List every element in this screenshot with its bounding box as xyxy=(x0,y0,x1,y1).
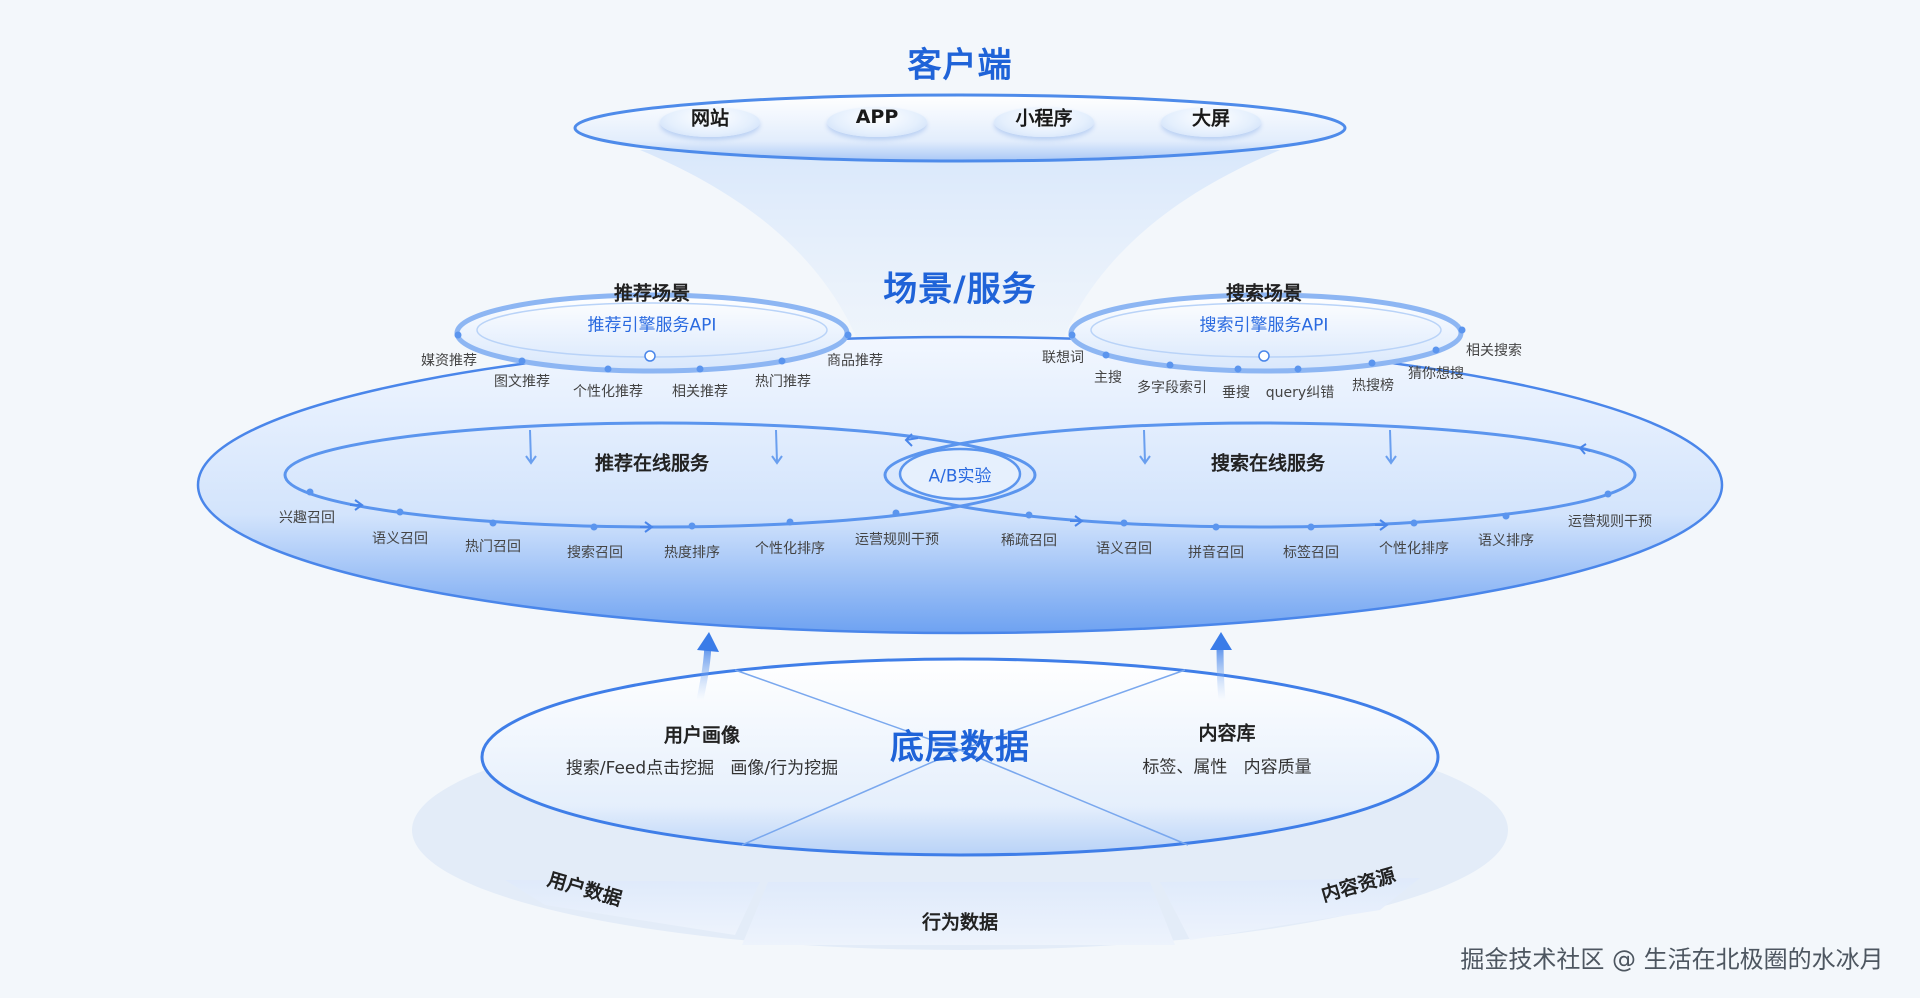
search-scene-item: 热搜榜 xyxy=(1352,378,1394,394)
recommend-step: 搜索召回 xyxy=(567,545,623,561)
recommend-scene-item: 商品推荐 xyxy=(827,353,883,369)
recommend-scene-item: 媒资推荐 xyxy=(421,353,477,369)
client-item-app: APP xyxy=(855,106,899,128)
search-step: 语义召回 xyxy=(1096,541,1152,557)
search-scene-title: 搜索场景 xyxy=(1225,282,1303,305)
recommend-loop xyxy=(283,421,1037,529)
watermark: 掘金技术社区 @ 生活在北极圈的水冰月 xyxy=(1460,945,1884,974)
user-profile-desc: 搜索/Feed点击挖掘 画像/行为挖掘 xyxy=(565,758,839,779)
search-scene-dot xyxy=(1258,350,1270,362)
search-scene-item: 猜你想搜 xyxy=(1408,366,1464,382)
search-loop xyxy=(883,421,1637,529)
search-step: 标签召回 xyxy=(1283,545,1339,561)
sector-behavior-data xyxy=(742,882,1175,945)
user-profile-title: 用户画像 xyxy=(663,724,741,747)
up-arrow-left-head xyxy=(697,632,719,652)
client-pill-app xyxy=(827,107,927,137)
ab-test-label: A/B实验 xyxy=(928,466,992,487)
search-scene-item: 垂搜 xyxy=(1222,385,1250,401)
recommend-step: 热度排序 xyxy=(664,545,720,561)
client-title: 客户端 xyxy=(907,45,1013,86)
sector-user-data xyxy=(505,880,760,935)
client-item-bigscreen: 大屏 xyxy=(1191,107,1231,130)
recommend-scene-markers xyxy=(454,331,852,373)
recommend-scene-item: 相关推荐 xyxy=(672,384,728,400)
search-step: 拼音召回 xyxy=(1188,545,1244,561)
recommend-step: 个性化排序 xyxy=(755,541,825,557)
recommend-scene-item: 个性化推荐 xyxy=(573,384,643,400)
base-data-title: 底层数据 xyxy=(890,727,1030,768)
base-divider-lines xyxy=(734,669,1189,846)
search-api-label: 搜索引擎服务API xyxy=(1199,315,1329,336)
scene-to-service-arrows xyxy=(525,429,1397,465)
search-step: 语义排序 xyxy=(1478,533,1534,549)
search-step: 运营规则干预 xyxy=(1568,514,1652,530)
search-scene-markers xyxy=(1068,326,1466,373)
client-pill-miniprogram xyxy=(994,107,1094,137)
search-scene-item: query纠错 xyxy=(1265,385,1335,401)
loop-arrows xyxy=(350,433,1591,533)
funnel-shape xyxy=(640,150,1280,420)
search-scene-item: 联想词 xyxy=(1042,350,1084,366)
recommend-step: 语义召回 xyxy=(372,531,428,547)
client-pill-bigscreen xyxy=(1161,107,1261,137)
recommend-api-label: 推荐引擎服务API xyxy=(587,315,717,336)
ab-test-node xyxy=(898,447,1022,501)
recommend-step: 热门召回 xyxy=(465,539,521,555)
client-pill-website xyxy=(660,107,760,137)
recommend-scene-title: 推荐场景 xyxy=(613,282,691,305)
content-library-desc: 标签、属性 内容质量 xyxy=(1142,757,1312,778)
client-item-website: 网站 xyxy=(690,107,730,130)
recommend-step: 运营规则干预 xyxy=(855,532,939,548)
search-step: 个性化排序 xyxy=(1379,541,1449,557)
recommend-step: 兴趣召回 xyxy=(279,510,335,526)
source-behavior-data: 行为数据 xyxy=(921,911,999,934)
scene-service-title: 场景/服务 xyxy=(883,269,1037,310)
base-data-platform xyxy=(480,657,1440,857)
search-step: 稀疏召回 xyxy=(1001,533,1057,549)
recommend-online-title: 推荐在线服务 xyxy=(594,452,710,475)
loop-markers xyxy=(306,488,1612,531)
client-item-miniprogram: 小程序 xyxy=(1015,107,1073,130)
recommend-scene-item: 图文推荐 xyxy=(494,374,550,390)
recommend-scene-item: 热门推荐 xyxy=(755,374,811,390)
search-scene-item: 主搜 xyxy=(1094,370,1122,386)
up-arrow-right-head xyxy=(1210,632,1232,650)
search-online-title: 搜索在线服务 xyxy=(1210,452,1326,475)
sector-content-resource xyxy=(1160,878,1420,940)
recommend-scene-dot xyxy=(644,350,656,362)
search-scene-item: 相关搜索 xyxy=(1466,343,1522,359)
search-scene-item: 多字段索引 xyxy=(1137,380,1207,396)
client-platform xyxy=(573,93,1347,163)
content-library-title: 内容库 xyxy=(1198,722,1256,745)
